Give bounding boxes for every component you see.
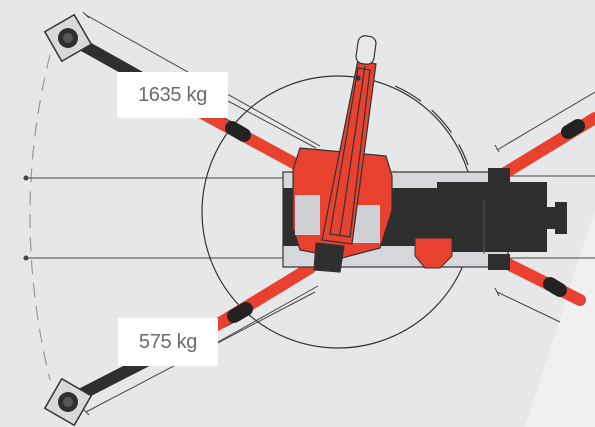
outrigger-pads xyxy=(43,13,93,427)
leader-line-bottom xyxy=(217,285,319,343)
slew-arc-dashed xyxy=(394,85,469,166)
load-label-top: 1635 kg xyxy=(117,72,228,118)
crane-boom xyxy=(313,35,377,273)
load-label-bottom: 575 kg xyxy=(118,318,218,366)
load-label-bottom-text: 575 kg xyxy=(138,330,198,353)
load-label-top-text: 1635 kg xyxy=(137,83,208,106)
leader-line-top xyxy=(227,100,317,149)
background-panel xyxy=(525,210,595,427)
reach-arc xyxy=(29,54,51,381)
reference-lines xyxy=(23,175,595,261)
